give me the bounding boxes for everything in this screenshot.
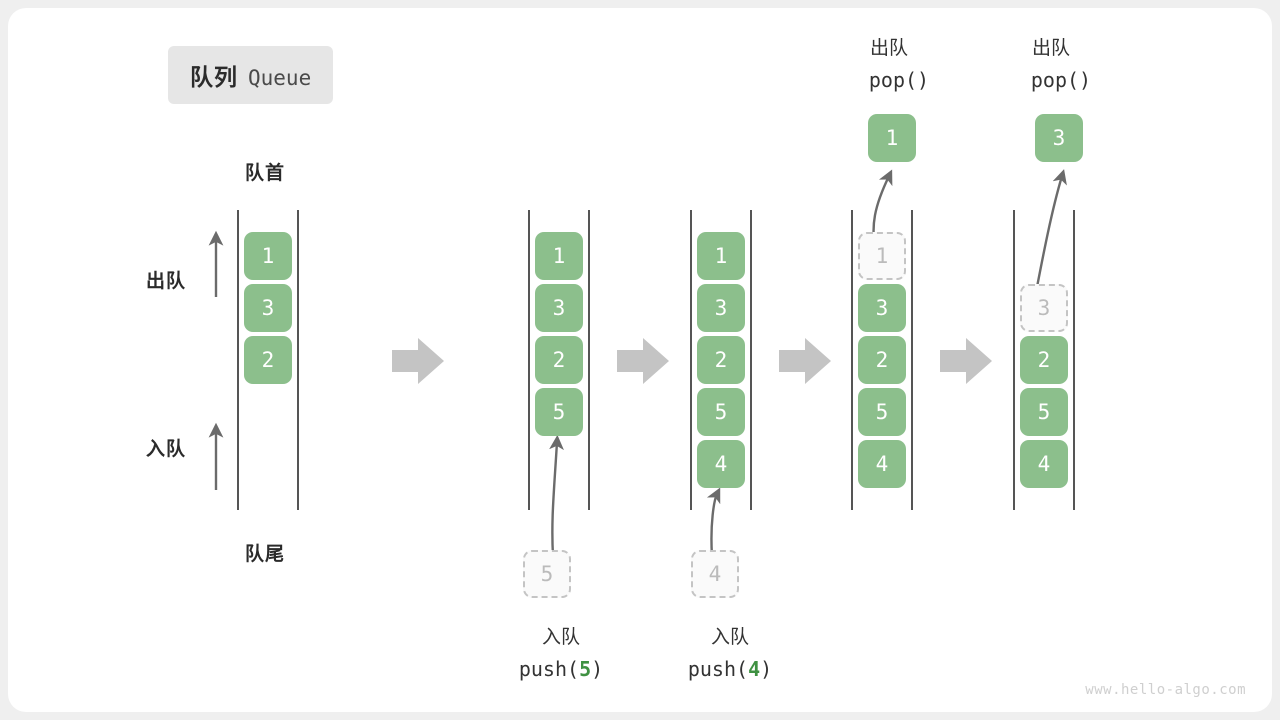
incoming-ghost-box: 5 (523, 550, 571, 598)
code-prefix: push( (518, 657, 580, 681)
queue-slot: 3 (535, 284, 583, 332)
queue-slot-ghost: 1 (858, 232, 906, 280)
caption-pop-3-cn: 出队 (1031, 38, 1071, 59)
rail-left (1013, 210, 1015, 510)
queue-slot: 2 (535, 336, 583, 384)
queue-slot: 5 (858, 388, 906, 436)
rail-right (588, 210, 590, 510)
queue-slot: 4 (1020, 440, 1068, 488)
caption-push-4-cn: 入队 (710, 627, 750, 648)
queue-panel-push-4: 1 3 2 5 4 (690, 210, 752, 510)
queue-slot-ghost: 3 (1020, 284, 1068, 332)
caption-push-5-code: push(5) (519, 657, 603, 681)
caption-push-5-cn: 入队 (541, 627, 581, 648)
queue-slot: 3 (244, 284, 292, 332)
queue-slot: 1 (244, 232, 292, 280)
queue-slot: 4 (697, 440, 745, 488)
code-suffix: ) (760, 657, 773, 681)
queue-slot: 4 (858, 440, 906, 488)
caption-pop-3-code: pop() (1030, 68, 1092, 92)
label-dequeue-direction: 出队 (146, 271, 187, 292)
queue-panel-initial: 1 3 2 (237, 210, 299, 510)
rail-left (237, 210, 239, 510)
queue-panel-pop-1: 1 3 2 5 4 (851, 210, 913, 510)
queue-slot: 1 (535, 232, 583, 280)
rail-left (851, 210, 853, 510)
rail-right (1073, 210, 1075, 510)
code-suffix: ) (591, 657, 604, 681)
queue-slot: 5 (1020, 388, 1068, 436)
popped-value-box: 3 (1035, 114, 1083, 162)
code-value: 5 (579, 657, 592, 681)
popped-value-box: 1 (868, 114, 916, 162)
incoming-ghost-box: 4 (691, 550, 739, 598)
queue-panel-push-5: 1 3 2 5 (528, 210, 590, 510)
queue-panel-pop-3: 3 2 5 4 (1013, 210, 1075, 510)
queue-slot: 3 (858, 284, 906, 332)
rail-left (690, 210, 692, 510)
label-queue-front: 队首 (244, 163, 286, 184)
queue-slot: 2 (1020, 336, 1068, 384)
queue-slot: 1 (697, 232, 745, 280)
title-en: Queue (248, 66, 312, 90)
watermark: www.hello-algo.com (1085, 682, 1246, 698)
label-queue-back: 队尾 (244, 544, 286, 565)
rail-right (750, 210, 752, 510)
code-prefix: push( (687, 657, 749, 681)
rail-left (528, 210, 530, 510)
queue-slot: 5 (697, 388, 745, 436)
title-cn: 队列 (190, 64, 238, 90)
rail-right (297, 210, 299, 510)
caption-pop-1-cn: 出队 (869, 38, 909, 59)
code-value: 4 (748, 657, 761, 681)
queue-slot: 2 (244, 336, 292, 384)
queue-slot: 2 (697, 336, 745, 384)
queue-slot: 5 (535, 388, 583, 436)
queue-slot: 3 (697, 284, 745, 332)
label-enqueue-direction: 入队 (146, 439, 187, 460)
diagram-card (8, 8, 1272, 712)
diagram-title-badge: 队列 Queue (168, 46, 334, 104)
caption-pop-1-code: pop() (868, 68, 930, 92)
caption-push-4-code: push(4) (688, 657, 772, 681)
queue-slot: 2 (858, 336, 906, 384)
rail-right (911, 210, 913, 510)
